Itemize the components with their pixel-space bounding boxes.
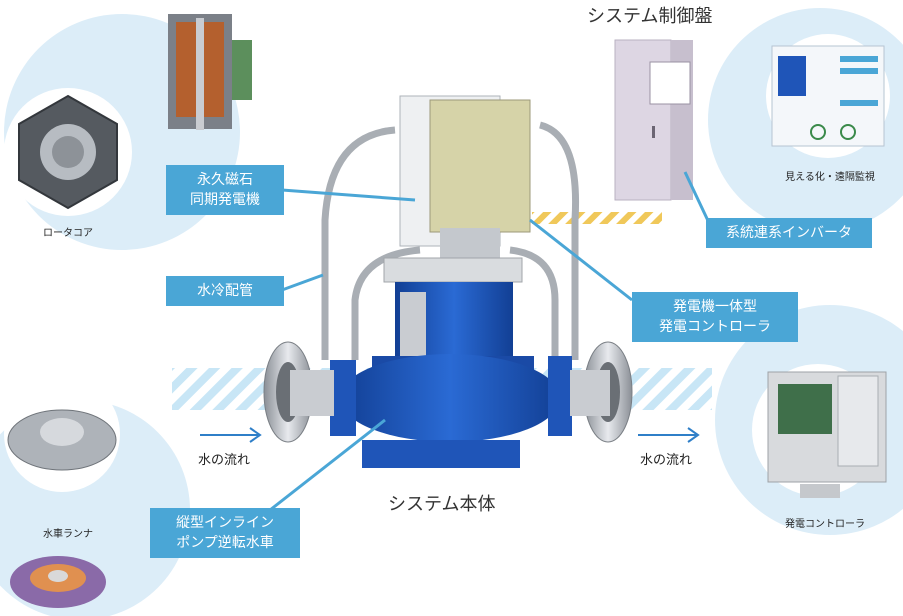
callout-inverter: 系統連系インバータ xyxy=(706,218,872,248)
controller-unit-image xyxy=(752,364,887,498)
callout-cooling: 水冷配管 xyxy=(166,276,284,306)
leader-lines xyxy=(269,171,712,512)
control-panel xyxy=(532,39,693,224)
system-body-title: システム本体 xyxy=(388,494,496,515)
pump-body xyxy=(330,282,572,468)
flow-arrow-right xyxy=(638,427,700,443)
generator-assembly xyxy=(383,95,531,283)
runner-image xyxy=(4,376,120,608)
caption-controller-unit: 発電コントローラ xyxy=(785,519,865,530)
control-panel-title: システム制御盤 xyxy=(587,6,713,27)
caption-rotor-core: ロータコア xyxy=(43,228,93,239)
rotor-core-image xyxy=(4,88,132,216)
callout-controller: 発電機一体型 発電コントローラ xyxy=(632,292,798,342)
caption-runner: 水車ランナ xyxy=(43,529,93,540)
pipe-flanges xyxy=(263,341,633,443)
flow-arrow-left xyxy=(200,427,262,443)
monitoring-screen-image xyxy=(766,34,890,158)
caption-monitoring: 見える化・遠隔監視 xyxy=(785,172,875,183)
flow-label-right: 水の流れ xyxy=(640,453,693,468)
callout-turbine: 縦型インライン ポンプ逆転水車 xyxy=(150,508,300,558)
callout-generator: 永久磁石 同期発電機 xyxy=(166,165,284,215)
cooling-piping xyxy=(321,121,580,360)
flow-label-left: 水の流れ xyxy=(198,453,251,468)
generator-cutaway-image xyxy=(168,14,252,130)
